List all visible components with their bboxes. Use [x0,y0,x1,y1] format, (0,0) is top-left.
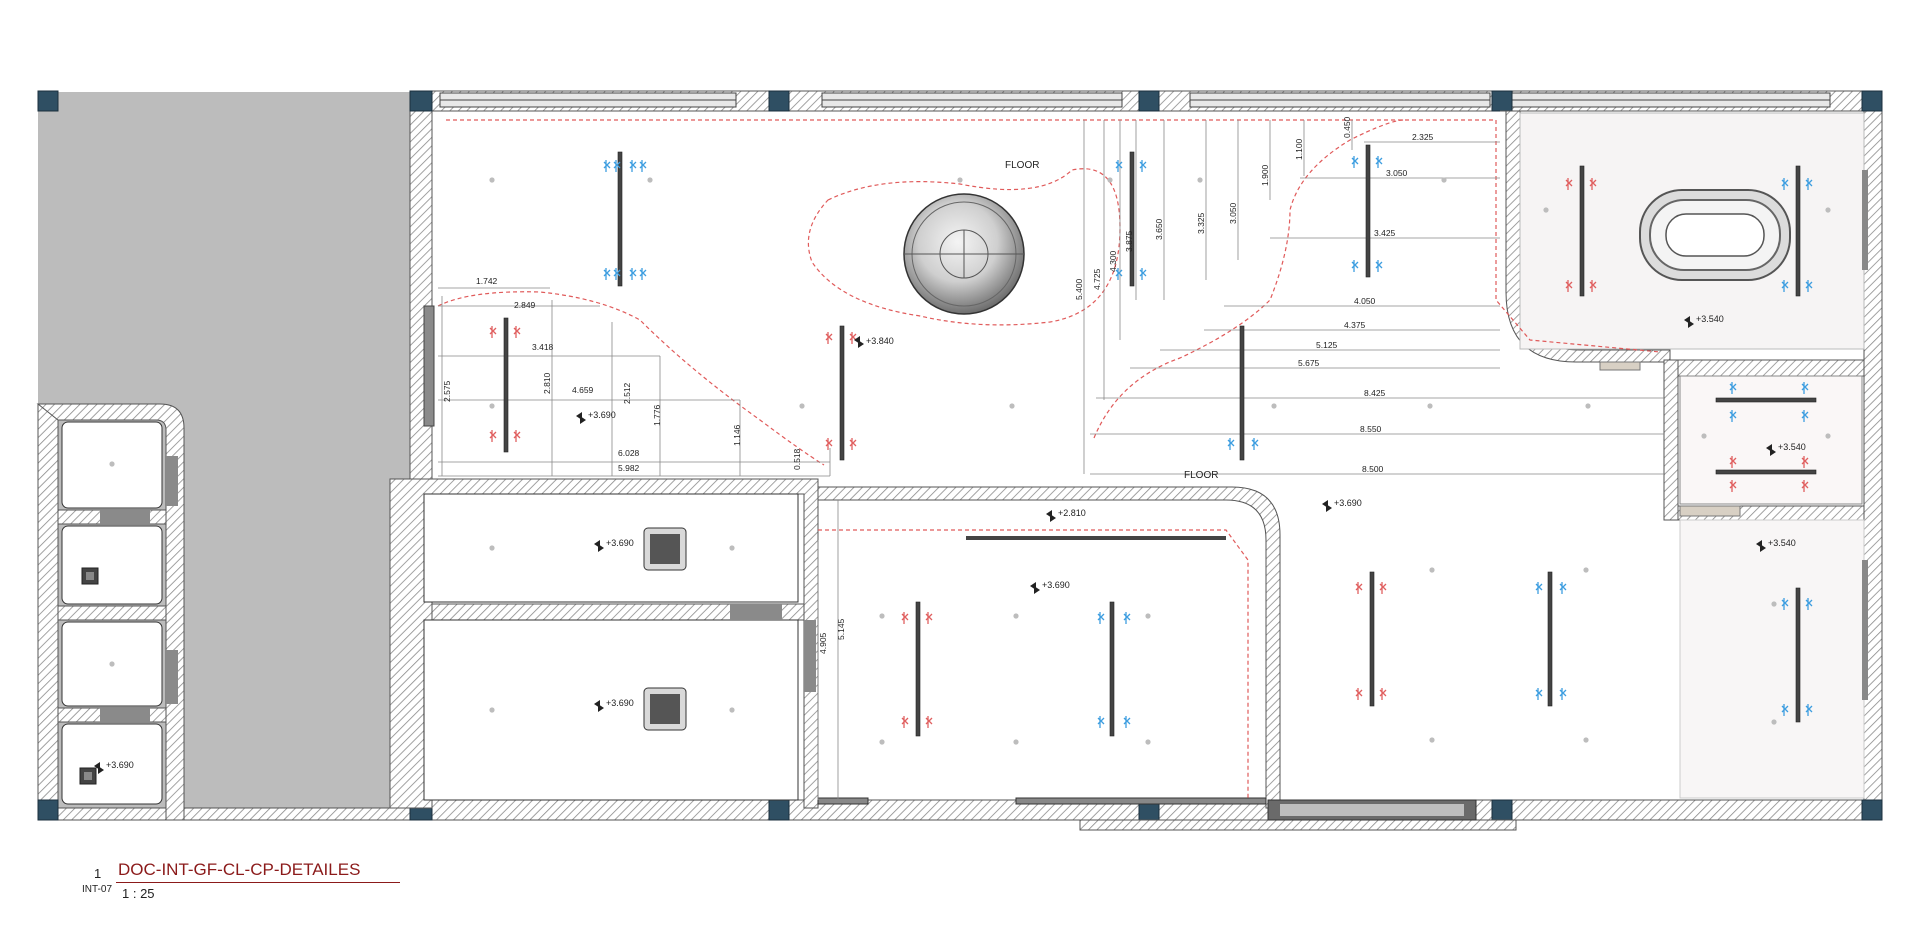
level-markers [94,316,1776,774]
level-label: +3.690 [1334,498,1362,508]
dimension-label: 3.050 [1228,202,1238,224]
dimension-label: 3.650 [1154,218,1164,240]
drawing-title: DOC-INT-GF-CL-CP-DETAILES [118,860,361,879]
dimension-label: 1.776 [652,404,662,426]
linear-light-fixtures [503,144,1817,737]
dimension-label: 5.400 [1074,278,1084,300]
sheet-reference: INT-07 [82,884,113,895]
light-symbols-blue [603,156,1813,728]
left-glazing [423,305,435,427]
dimension-label: 0.450 [1342,116,1352,138]
dimension-label: 5.982 [618,463,640,473]
level-label: +3.540 [1696,314,1724,324]
dimension-label: 5.675 [1298,358,1320,368]
drawing-scale: 1 : 25 [122,886,155,901]
level-label: +3.690 [606,538,634,548]
dimension-label: 4.725 [1092,268,1102,290]
dimension-label: 2.849 [514,300,536,310]
curved-partition [817,486,1281,809]
level-label: +2.810 [1058,508,1086,518]
dimension-label: 2.810 [542,372,552,394]
ceiling-dashed-outline [437,119,1661,798]
dimension-label: 3.875 [1124,230,1134,252]
dimension-label: 4.300 [1108,250,1118,272]
structural-columns [37,90,1883,821]
dimension-label: 4.375 [1344,320,1366,330]
dimension-label: 8.500 [1362,464,1384,474]
level-label: +3.540 [1778,442,1806,452]
dimension-label: 2.325 [1412,132,1434,142]
dimension-label: 3.050 [1386,168,1408,178]
dimension-label: 4.050 [1354,296,1376,306]
dimension-label: 0.518 [792,448,802,470]
level-labels: +3.840 +3.690 +3.540 +3.540 +3.540 +2.81… [106,314,1806,770]
spot-lights [109,177,1831,745]
drawing-title-block: 1 INT-07 DOC-INT-GF-CL-CP-DETAILES 1 : 2… [80,860,420,905]
view-number: 1 [94,866,102,881]
title-underline [116,882,400,883]
level-label: +3.540 [1768,538,1796,548]
dimension-label: 3.425 [1374,228,1396,238]
vertical-dimension-labels: 2.575 2.810 2.512 1.776 1.146 0.518 5.40… [442,116,1352,654]
dimension-label: 4.659 [572,385,594,395]
storage-rooms [389,478,819,809]
dimension-label: 8.550 [1360,424,1382,434]
right-rooms [1500,110,1868,799]
dimension-label: 4.905 [818,632,828,654]
level-label: +3.690 [606,698,634,708]
floor-label-mid: FLOOR [1184,470,1218,481]
dimension-label: 3.418 [532,342,554,352]
floor-label-top: FLOOR [1005,160,1039,171]
dimension-label: 5.145 [836,618,846,640]
dimension-label: 1.146 [732,424,742,446]
dimension-label: 2.575 [442,380,452,402]
light-symbols-red [489,178,1809,728]
dimension-label: 3.325 [1196,212,1206,234]
level-label: +3.840 [866,336,894,346]
level-label: +3.690 [1042,580,1070,590]
dimension-label: 8.425 [1364,388,1386,398]
dimension-label: 1.100 [1294,138,1304,160]
dimension-label: 1.742 [476,276,498,286]
level-label: +3.690 [106,760,134,770]
dimension-label: 6.028 [618,448,640,458]
entrance-doors [1079,799,1517,831]
dimension-label: 5.125 [1316,340,1338,350]
top-windows [439,92,1831,108]
dimension-lines [438,120,1664,800]
horizontal-dimension-labels: 1.742 2.849 3.418 4.659 6.028 5.982 2.32… [476,132,1434,474]
level-label: +3.690 [588,410,616,420]
ceiling-dome [903,193,1025,315]
dimension-label: 1.900 [1260,164,1270,186]
dimension-label: 2.512 [622,382,632,404]
